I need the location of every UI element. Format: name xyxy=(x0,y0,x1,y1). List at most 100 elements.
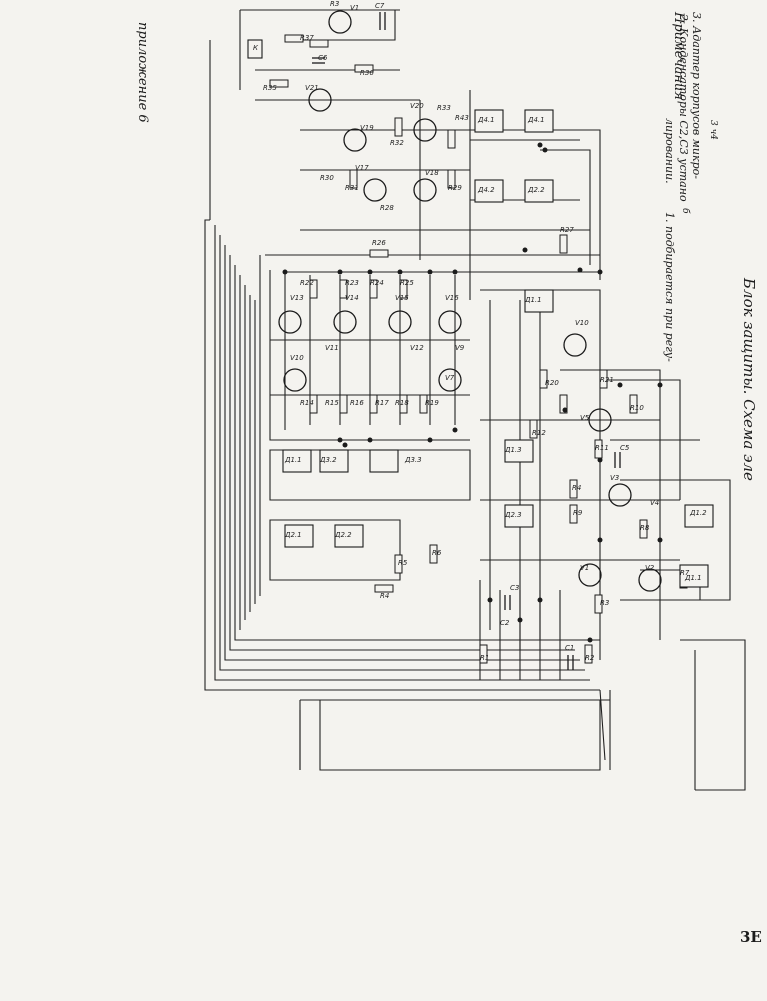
component-designator: V1 xyxy=(350,4,359,12)
component-designator: R32 xyxy=(390,139,404,147)
component-designator: R6 xyxy=(432,549,442,557)
component-designator: R10 xyxy=(630,404,644,412)
wire xyxy=(269,270,470,441)
junction-dot xyxy=(657,537,663,543)
component-symbol xyxy=(529,419,538,439)
component-symbol xyxy=(447,129,456,149)
component-symbol xyxy=(284,34,304,43)
junction-dot xyxy=(597,457,603,463)
component-symbol xyxy=(569,504,578,524)
component-designator: R14 xyxy=(300,399,314,407)
component-designator: R37 xyxy=(300,34,314,42)
component-symbol xyxy=(594,594,603,614)
component-designator: V4 xyxy=(650,499,659,507)
component-symbol xyxy=(584,644,593,664)
component-designator: R9 xyxy=(573,509,583,517)
component-designator: R43 xyxy=(455,114,469,122)
component-designator: V17 xyxy=(355,164,369,172)
component-symbol xyxy=(349,169,358,189)
component-designator: C1 xyxy=(565,644,574,652)
junction-dot xyxy=(367,269,373,275)
wire xyxy=(269,449,471,501)
junction-dot xyxy=(337,269,343,275)
transistor-symbol xyxy=(343,128,367,152)
wire xyxy=(480,289,601,660)
transistor-symbol xyxy=(638,568,662,592)
component-designator: C3 xyxy=(510,584,519,592)
component-designator: V14 xyxy=(345,294,359,302)
note-line: 2. Конденсаторы С2,С3 устано xyxy=(677,14,690,202)
component-symbol xyxy=(524,179,554,203)
component-symbol xyxy=(369,249,389,258)
transistor-symbol xyxy=(413,118,437,142)
component-symbol xyxy=(319,449,349,473)
transistor-symbol xyxy=(608,483,632,507)
component-designator: R26 xyxy=(372,239,386,247)
component-designator: Д1.2 xyxy=(689,509,707,517)
transistor-symbol xyxy=(578,563,602,587)
note-line: лировании. xyxy=(663,118,676,184)
component-designator: V1 xyxy=(580,564,589,572)
component-symbol xyxy=(284,524,314,548)
junction-dot xyxy=(427,269,433,275)
component-designator: V2 xyxy=(645,564,655,572)
component-designator: C5 xyxy=(620,444,630,452)
note-fragment: 3 ч4 xyxy=(708,120,718,140)
component-symbol xyxy=(399,394,408,414)
transistor-symbol xyxy=(328,10,352,34)
component-designator: R36 xyxy=(360,69,374,77)
junction-dot xyxy=(487,597,493,603)
component-designator: V19 xyxy=(360,124,374,132)
component-symbol xyxy=(399,279,408,299)
junction-dot xyxy=(597,537,603,543)
junction-dot xyxy=(397,269,403,275)
component-symbol xyxy=(479,644,488,664)
component-designator: R25 xyxy=(400,279,414,287)
component-designator: R5 xyxy=(398,559,408,567)
component-designator: R11 xyxy=(595,444,609,452)
component-designator: R29 xyxy=(448,184,462,192)
component-symbol xyxy=(569,479,578,499)
component-designator: R16 xyxy=(350,399,364,407)
component-designator: Д1.1 xyxy=(684,574,702,582)
wire xyxy=(599,689,611,770)
component-designator: R30 xyxy=(320,174,334,182)
component-symbol xyxy=(309,279,318,299)
component-designator: R19 xyxy=(425,399,439,407)
component-symbol xyxy=(504,439,534,463)
wire xyxy=(204,40,600,691)
component-symbol xyxy=(447,169,456,189)
component-symbol xyxy=(679,564,709,588)
note-line: 3. Адаптер корпусов микро- xyxy=(690,12,703,179)
component-symbol xyxy=(282,449,312,473)
component-symbol xyxy=(504,504,534,528)
component-designator: V7 xyxy=(445,374,455,382)
component-designator: Д4.1 xyxy=(477,116,495,124)
component-designator: V18 xyxy=(425,169,439,177)
component-designator: Д1.3 xyxy=(504,446,522,454)
component-designator: Д2.3 xyxy=(504,511,522,519)
component-designator: C2 xyxy=(500,619,510,627)
component-designator: R12 xyxy=(532,429,546,437)
component-designator: Д2.1 xyxy=(284,531,302,539)
component-designator: R31 xyxy=(345,184,359,192)
component-designator: R2 xyxy=(585,654,595,662)
component-designator: R1 xyxy=(480,654,489,662)
transistor-symbol xyxy=(438,368,462,392)
junction-dot xyxy=(537,142,543,148)
component-symbol xyxy=(524,289,554,313)
component-designator: Д3.2 xyxy=(319,456,337,464)
transistor-symbol xyxy=(413,178,437,202)
component-designator: Д3.3 xyxy=(404,456,422,464)
component-symbol xyxy=(394,117,403,137)
component-symbol xyxy=(524,109,554,133)
wire xyxy=(540,149,591,265)
component-designator: V16 xyxy=(445,294,459,302)
wire xyxy=(269,519,401,581)
component-symbol xyxy=(354,64,374,73)
component-symbol xyxy=(559,394,568,414)
junction-dot xyxy=(282,269,288,275)
component-designator: R27 xyxy=(560,226,574,234)
wire xyxy=(239,9,400,90)
